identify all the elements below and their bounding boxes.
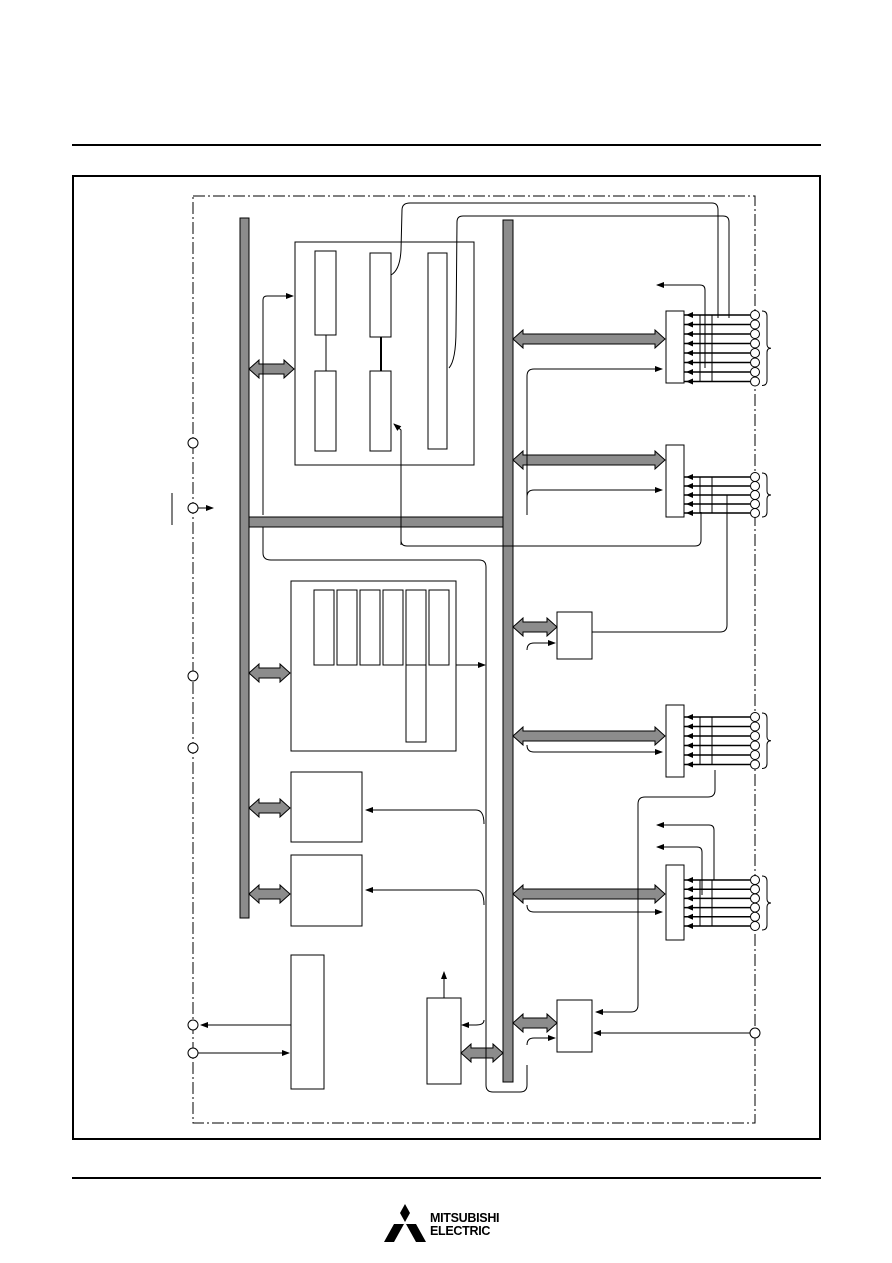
diagram-frame: [72, 175, 821, 1140]
clock-generator-block: [290, 954, 325, 1090]
bus-arrow-peripheral-2: [248, 883, 291, 905]
port-pins: [684, 310, 772, 931]
signal-lines: [171, 202, 750, 1093]
cpu-block: [294, 241, 475, 466]
bus-arrow-timer: [512, 1012, 558, 1034]
bus-arrow-watchdog: [460, 1042, 504, 1064]
logo-line-1: MITSUBISHI: [430, 1211, 500, 1225]
mitsubishi-electric-logo: MITSUBISHI ELECTRIC: [384, 1204, 514, 1246]
port-1-pins: [684, 310, 772, 387]
three-diamonds-icon: [384, 1204, 426, 1242]
port-latch-3: [665, 704, 685, 778]
external-pins-left: [187, 437, 761, 1059]
serial-block: [556, 611, 593, 660]
port-4-pins: [684, 875, 772, 931]
bus-arrow-peripheral-1: [248, 797, 291, 819]
bus-arrow-cpu: [248, 358, 295, 380]
logo-line-2: ELECTRIC: [430, 1224, 491, 1238]
watchdog-block: [426, 997, 462, 1085]
cpu-register-2: [314, 370, 337, 452]
footer-rule: [72, 1177, 821, 1179]
peripheral-block-1: [290, 771, 363, 843]
internal-bus-left: [239, 217, 250, 919]
bus-arrow-serial: [512, 616, 558, 638]
port-latch-2: [665, 444, 685, 518]
chip-boundary: [192, 195, 756, 1124]
peripheral-block-2: [290, 854, 363, 927]
cpu-register-4: [369, 370, 392, 452]
bus-arrow-memory: [248, 662, 291, 684]
cpu-register-5: [427, 252, 448, 450]
port-2-pins: [684, 472, 772, 518]
internal-bus-right: [502, 219, 514, 1083]
bus-arrow-port-4: [512, 883, 666, 905]
bus-connections: [248, 328, 666, 1064]
bus-arrow-port-1: [512, 328, 666, 350]
bus-arrow-port-2: [512, 449, 666, 471]
port-latch-1: [665, 310, 685, 384]
cpu-register-1: [314, 250, 337, 336]
port-latch-4: [665, 864, 685, 941]
bus-arrow-port-3: [512, 725, 666, 747]
port-3-pins: [684, 712, 772, 770]
internal-bus-horizontal: [248, 516, 504, 528]
timer-block: [556, 999, 593, 1053]
cpu-register-3: [369, 252, 392, 338]
header-rule: [72, 144, 821, 146]
memory-block: [290, 580, 457, 752]
